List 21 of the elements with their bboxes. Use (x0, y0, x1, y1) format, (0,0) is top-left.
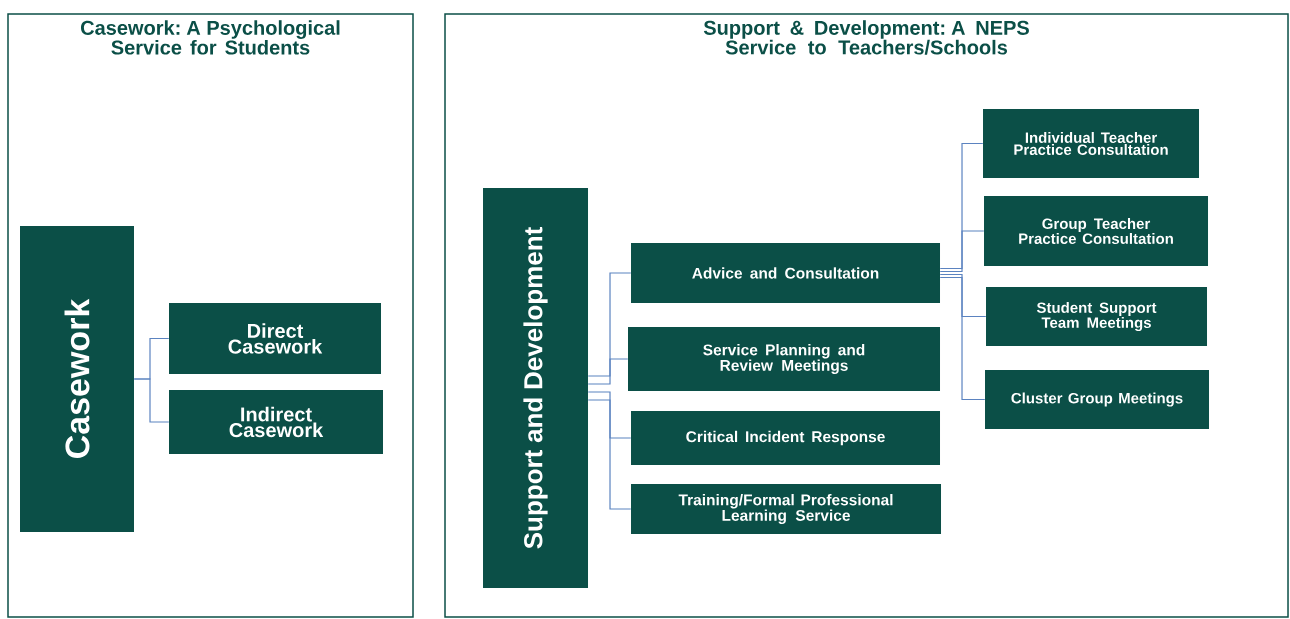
item-box: Advice and Consultation (631, 243, 940, 303)
connector (587, 399, 632, 510)
category-box: Support and Development (483, 188, 588, 588)
connector (587, 358, 629, 385)
connector (939, 142, 984, 270)
item-box: Individual Teacher Practice Consultation (983, 109, 1199, 178)
connector (939, 230, 985, 273)
item-box: Training/Formal Professional Learning Service (631, 484, 941, 534)
item-box: Critical Incident Response (631, 411, 940, 465)
connector (133, 378, 170, 423)
item-box: Direct Casework (169, 303, 381, 374)
connector (939, 273, 987, 318)
connector (587, 272, 632, 377)
connector (939, 276, 986, 401)
item-box: Service Planning and Review Meetings (628, 327, 940, 391)
item-box: Cluster Group Meetings (985, 370, 1209, 429)
item-box: Group Teacher Practice Consultation (984, 196, 1208, 266)
category-box: Casework (20, 226, 134, 532)
item-box: Student Support Team Meetings (986, 287, 1207, 346)
connector (587, 391, 632, 439)
item-box: Indirect Casework (169, 390, 383, 454)
